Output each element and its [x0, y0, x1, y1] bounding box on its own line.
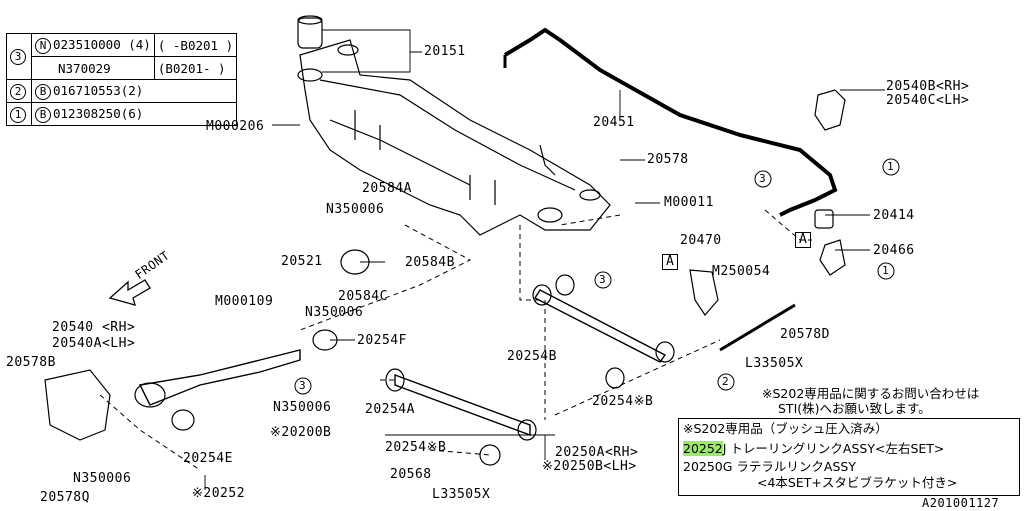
circle-2-label: 2 [722, 375, 730, 388]
trailing-link [138, 349, 301, 406]
stab-bracket-20470 [689, 269, 719, 316]
label-20466[interactable]: 20466 [873, 243, 915, 258]
label-20578b[interactable]: 20578B [6, 355, 56, 370]
stabilizer-bar [503, 27, 838, 217]
label-20254f[interactable]: 20254F [357, 333, 407, 348]
label-n350006-a[interactable]: N350006 [326, 202, 385, 217]
label-20254b[interactable]: 20254B [507, 349, 557, 364]
label-20151[interactable]: 20151 [424, 44, 466, 59]
label-20540c[interactable]: 20540C<LH> [886, 93, 970, 108]
ref-a-box: A [662, 254, 679, 270]
front-arrow [108, 279, 151, 306]
lateral-link-upper [534, 289, 667, 363]
s202-box-title: ※S202専用品（ブッシュ圧入済み） [683, 421, 888, 436]
stab-link [819, 239, 846, 276]
label-m250054[interactable]: M250054 [712, 264, 771, 279]
label-20470[interactable]: 20470 [680, 233, 722, 248]
label-20250a[interactable]: 20250A<RH> [555, 445, 639, 460]
bolt-20578d [719, 303, 796, 352]
circle-1-label: 1 [882, 264, 890, 277]
label-n350006-c[interactable]: N350006 [273, 400, 332, 415]
legend-index: 3 [6, 33, 32, 80]
bracket-20540 [44, 369, 111, 441]
label-20584b[interactable]: 20584B [405, 255, 455, 270]
bracket-20540b [814, 89, 846, 131]
label-20584a[interactable]: 20584A [362, 181, 412, 196]
label-20578[interactable]: 20578 [647, 152, 689, 167]
label-20578d[interactable]: 20578D [780, 327, 830, 342]
label-20254e[interactable]: 20254E [183, 451, 233, 466]
label-m000206[interactable]: M000206 [206, 119, 265, 134]
circle-1-label: 1 [887, 160, 895, 173]
label-l33505x-b[interactable]: L33505X [432, 487, 491, 502]
circle-3-label: 3 [299, 379, 307, 392]
legend-row: N370029 (B0201- ) [7, 56, 238, 80]
label-20578q[interactable]: 20578Q [40, 490, 90, 505]
label-20584c[interactable]: 20584C [338, 289, 388, 304]
diagram-id: A201001127 [922, 496, 1000, 510]
legend-range: (B0201- ) [153, 56, 238, 80]
s202-box-line2: 20250G ラテラルリンクASSY [683, 459, 856, 474]
s202-box-line1: 20252J トレーリングリンクASSY<左右SET> [683, 441, 944, 457]
circle-3-label: 3 [759, 172, 767, 185]
label-20540a[interactable]: 20540A<LH> [52, 336, 136, 351]
label-20254sb-2[interactable]: 20254※B [592, 394, 654, 409]
label-20451[interactable]: 20451 [593, 115, 635, 130]
label-n350006-d[interactable]: N350006 [73, 471, 132, 486]
label-20540b[interactable]: 20540B<RH> [886, 79, 970, 94]
label-l33505x-a[interactable]: L33505X [745, 356, 804, 371]
s202-box-line1-text: J トレーリングリンクASSY<左右SET> [722, 441, 945, 456]
label-20250b[interactable]: ※20250B<LH> [542, 459, 637, 474]
label-m00011[interactable]: M00011 [664, 195, 714, 210]
label-n350006-b[interactable]: N350006 [305, 305, 364, 320]
s202-note-line1: ※S202専用品に関するお問い合わせは [762, 386, 980, 401]
highlight-20252[interactable]: 20252 [683, 441, 723, 456]
label-m000109[interactable]: M000109 [215, 294, 274, 309]
legend-range: ( -B0201 ) [153, 33, 238, 57]
label-20254a[interactable]: 20254A [365, 402, 415, 417]
s202-box-line3: <4本SET+スタビブラケット付き> [757, 475, 958, 490]
s202-info-box: ※S202専用品（ブッシュ圧入済み） 20252J トレーリングリンクASSY<… [678, 418, 1020, 496]
label-20200b[interactable]: ※20200B [270, 425, 332, 440]
label-20540[interactable]: 20540 <RH> [52, 320, 136, 335]
label-20568[interactable]: 20568 [390, 467, 432, 482]
s202-note-line2: STI(株)へお願い致します。 [778, 401, 931, 416]
label-20252[interactable]: ※20252 [192, 486, 246, 501]
circle-3-label: 3 [599, 273, 607, 286]
label-20254sb-1[interactable]: 20254※B [385, 440, 447, 455]
legend-part: N370029 [31, 56, 155, 80]
legend-index: 2 [6, 79, 32, 103]
legend-index: 1 [6, 102, 32, 126]
lateral-link-lower [394, 373, 531, 437]
label-20414[interactable]: 20414 [873, 208, 915, 223]
label-20521[interactable]: 20521 [281, 254, 323, 269]
crossmember-shape [297, 15, 611, 236]
ref-a-box: A [795, 232, 812, 248]
